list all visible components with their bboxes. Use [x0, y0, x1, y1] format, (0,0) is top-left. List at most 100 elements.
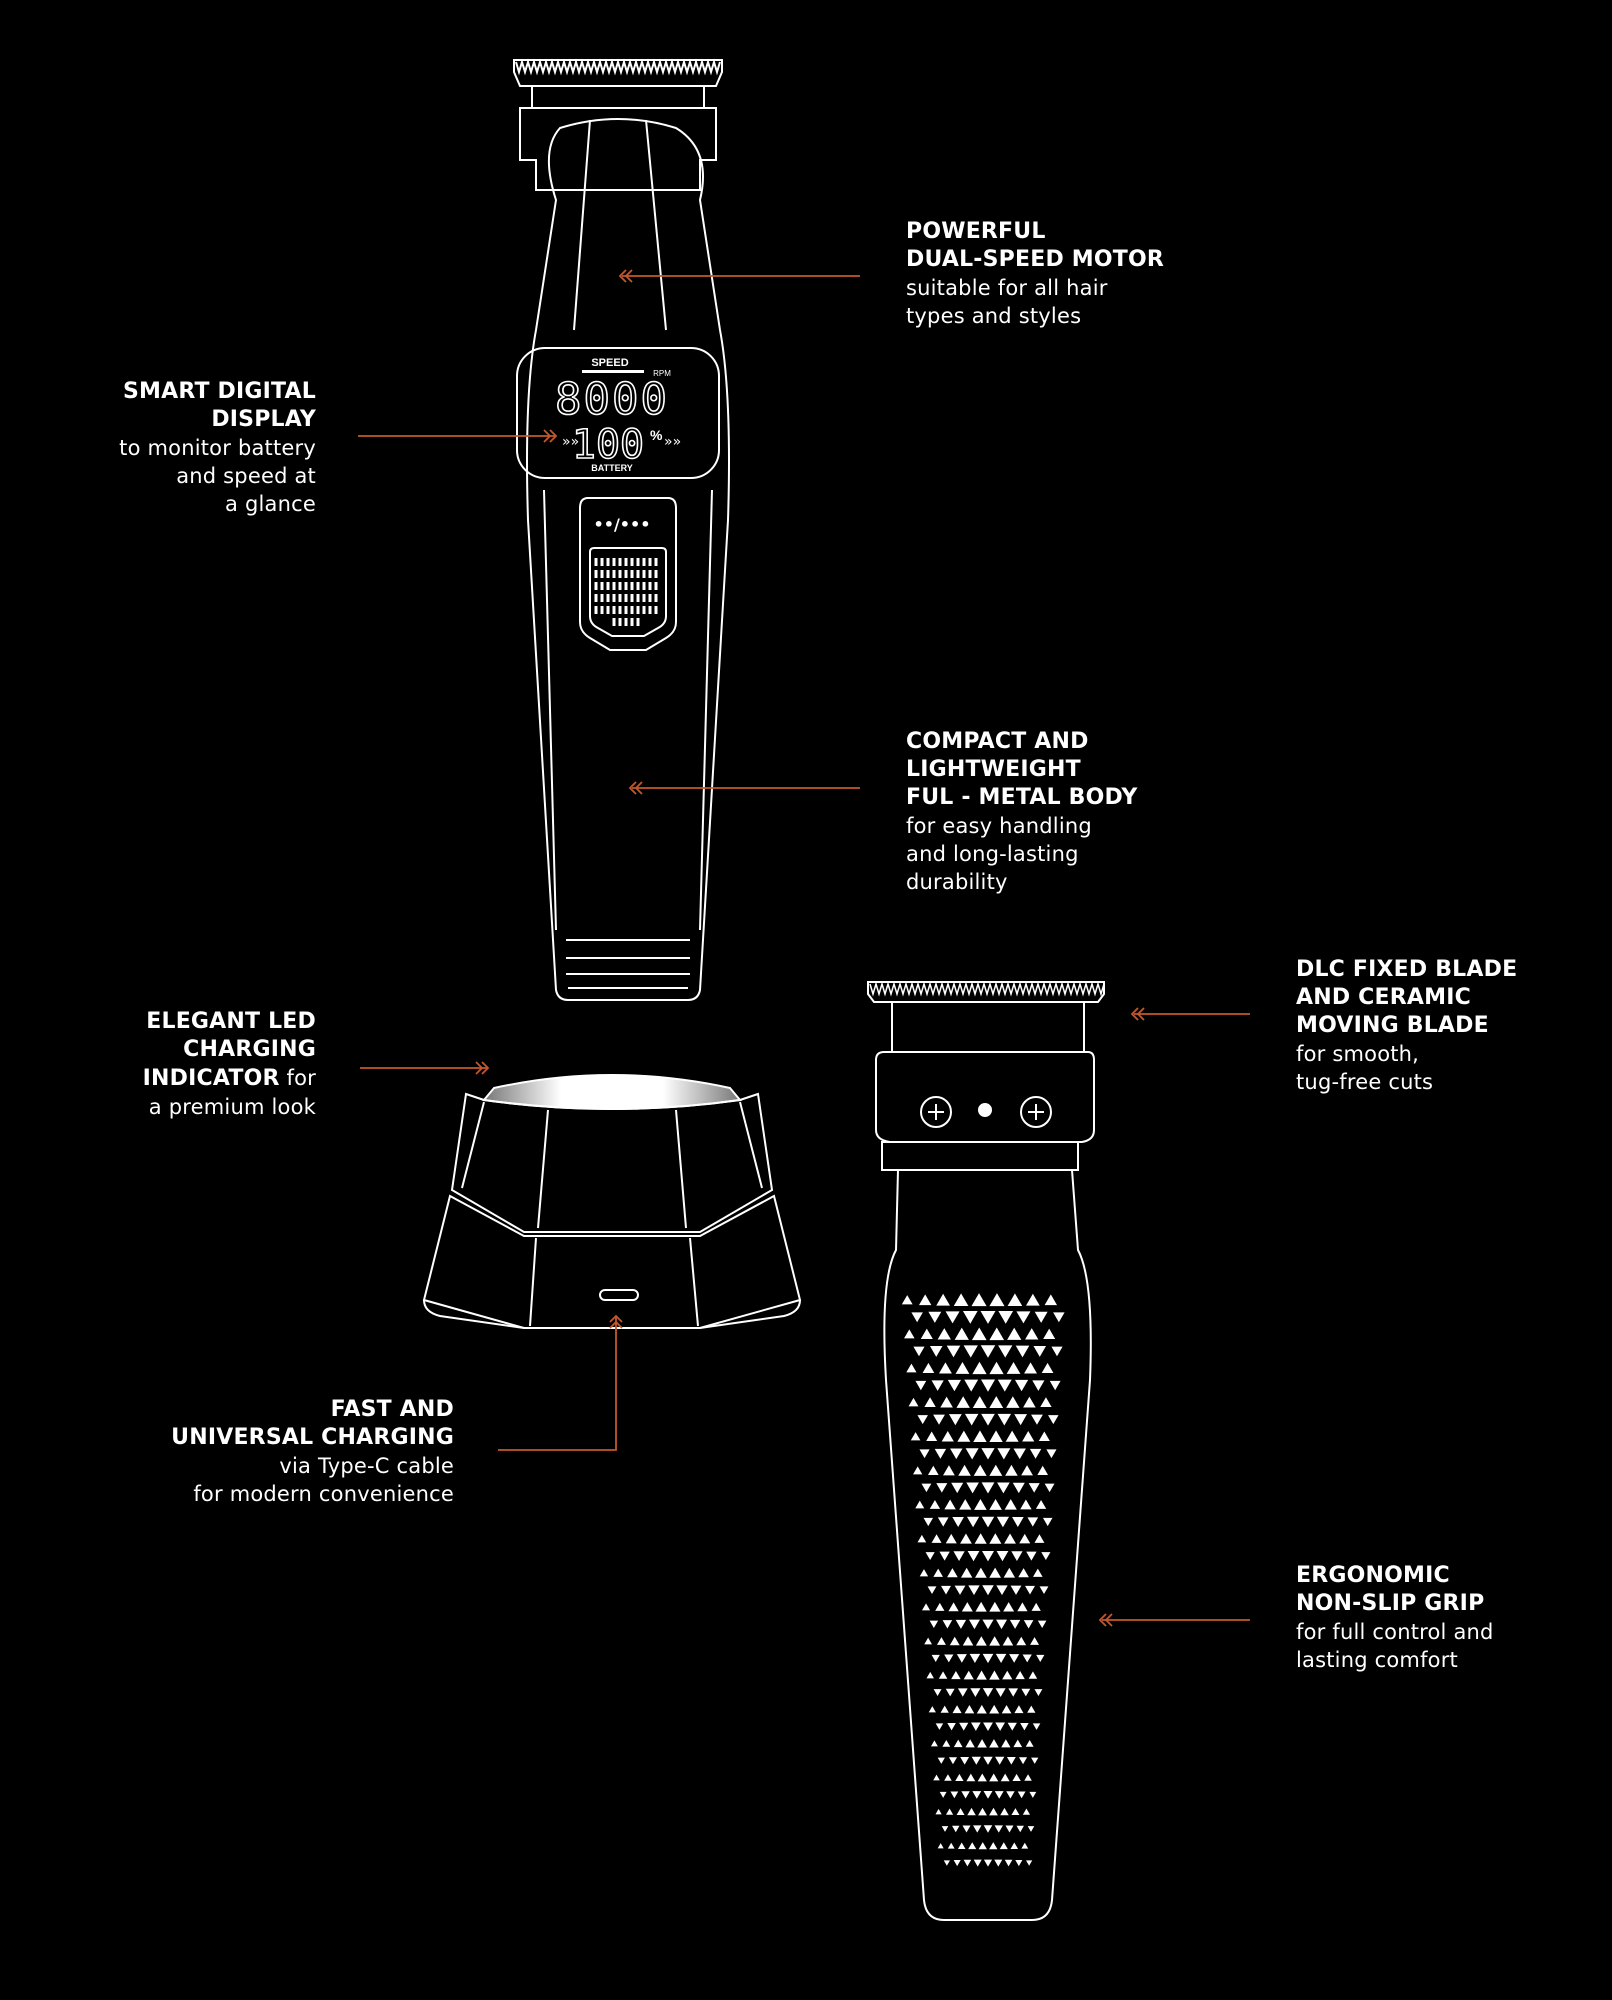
- grip-triangle: [971, 1756, 981, 1765]
- grip-triangle: [936, 1483, 948, 1493]
- grip-triangle: [969, 1653, 981, 1664]
- grip-triangle: [1020, 1722, 1029, 1731]
- grip-triangle: [978, 1842, 987, 1850]
- grip-triangle: [928, 1706, 936, 1713]
- grip-triangle: [955, 1361, 970, 1374]
- display-chevrons-right: »»: [664, 434, 681, 450]
- trimmer-front-view: [513, 58, 730, 1001]
- grip-triangle: [1043, 1328, 1056, 1340]
- grip-triangle: [994, 1825, 1003, 1833]
- grip-triangle: [1025, 1860, 1033, 1866]
- grip-triangle: [945, 1808, 954, 1815]
- grip-triangle: [926, 1431, 938, 1441]
- grip-triangle: [965, 1448, 979, 1460]
- grip-triangle: [922, 1362, 935, 1374]
- grip-triangle: [980, 1310, 996, 1324]
- grip-triangle: [1015, 1860, 1023, 1867]
- display-speed-bar: [582, 370, 644, 373]
- grip-triangle: [931, 1654, 940, 1662]
- grip-triangle: [948, 1414, 962, 1426]
- grip-triangle: [997, 1448, 1011, 1460]
- feature-charging-desc-2: for modern convenience: [193, 1482, 454, 1506]
- grip-triangle: [935, 1808, 942, 1815]
- grip-triangle: [1005, 1464, 1018, 1476]
- grip-triangle: [989, 1670, 1000, 1680]
- feature-motor: POWERFUL DUAL-SPEED MOTOR suitable for a…: [906, 218, 1164, 330]
- grip-triangle: [935, 1723, 944, 1730]
- grip-triangle: [924, 1397, 936, 1407]
- grip-triangle: [915, 1380, 927, 1391]
- grip-triangle: [959, 1722, 969, 1731]
- grip-triangle: [1015, 1670, 1025, 1680]
- grip-triangle: [975, 1636, 987, 1646]
- non-slip-grip-pattern: [901, 1293, 1065, 1867]
- display-rpm-label: RPM: [653, 369, 671, 378]
- grip-triangle: [1026, 1293, 1040, 1306]
- grip-triangle: [1009, 1619, 1021, 1629]
- grip-triangle: [980, 1379, 996, 1392]
- grip-triangle: [1012, 1482, 1025, 1494]
- grip-triangle: [1027, 1517, 1039, 1527]
- grip-triangle: [943, 1860, 951, 1866]
- charging-dock: [422, 1074, 802, 1329]
- grip-triangle: [989, 1601, 1001, 1612]
- grip-triangle: [949, 1636, 960, 1646]
- feature-grip-desc-2: lasting comfort: [1296, 1648, 1458, 1672]
- feature-display-title-2: DISPLAY: [211, 407, 316, 432]
- grip-triangle: [918, 1294, 932, 1306]
- display-chevrons-left: »»: [562, 434, 579, 450]
- grip-triangle: [976, 1704, 987, 1714]
- feature-charging-desc-1: via Type-C cable: [279, 1454, 454, 1478]
- grip-triangle: [1032, 1723, 1041, 1730]
- grip-triangle: [1004, 1533, 1016, 1544]
- grip-triangle: [1022, 1808, 1031, 1815]
- grip-triangle: [975, 1567, 987, 1578]
- grip-triangle: [1036, 1654, 1045, 1662]
- feature-body-desc-1: for easy handling: [906, 814, 1092, 838]
- grip-triangle: [958, 1464, 971, 1476]
- feature-display-desc-3: a glance: [225, 492, 316, 516]
- grip-triangle: [983, 1791, 993, 1799]
- callout-arrow-grip: [1098, 1613, 1113, 1627]
- feature-blade-desc-1: for smooth,: [1296, 1042, 1420, 1066]
- grip-triangle: [1034, 1534, 1045, 1543]
- feature-display-title-1: SMART DIGITAL: [122, 379, 316, 404]
- grip-triangle: [1010, 1842, 1019, 1849]
- grip-triangle: [961, 1791, 970, 1799]
- feature-motor-desc-2: types and styles: [906, 304, 1082, 328]
- grip-triangle: [1021, 1465, 1033, 1476]
- grip-triangle: [1028, 1483, 1040, 1493]
- grip-triangle: [1044, 1483, 1055, 1493]
- grip-triangle: [1034, 1689, 1043, 1696]
- grip-triangle: [994, 1791, 1004, 1799]
- grip-triangle: [1037, 1465, 1049, 1475]
- grip-triangle: [941, 1585, 951, 1595]
- trimmer-body-outline: [526, 118, 730, 1001]
- grip-triangle: [901, 1295, 913, 1305]
- grip-triangle: [948, 1602, 959, 1612]
- grip-triangle: [936, 1637, 946, 1645]
- grip-triangle: [944, 1654, 954, 1663]
- feature-led: ELEGANT LED CHARGING INDICATOR for a pre…: [143, 1008, 316, 1121]
- grip-triangle: [1031, 1414, 1043, 1425]
- grip-triangle: [934, 1448, 947, 1459]
- grip-triangle: [939, 1791, 947, 1798]
- back-blade-plate: [891, 1001, 1085, 1053]
- grip-triangle: [980, 1345, 996, 1358]
- grip-triangle: [922, 1603, 931, 1611]
- feature-motor-desc-1: suitable for all hair: [906, 276, 1108, 300]
- grip-triangle: [937, 1757, 945, 1764]
- grip-triangle: [939, 1551, 950, 1561]
- feature-body-title-3: FUL - METAL BODY: [906, 785, 1138, 810]
- feature-blade-desc-2: tug-free cuts: [1296, 1070, 1434, 1094]
- grip-triangle: [911, 1312, 923, 1323]
- grip-triangle: [957, 1842, 966, 1849]
- grip-triangle: [1006, 1791, 1015, 1799]
- grip-triangle: [917, 1534, 927, 1543]
- grip-triangle: [995, 1722, 1005, 1731]
- grip-triangle: [933, 1774, 940, 1781]
- grip-triangle: [1031, 1757, 1039, 1764]
- grip-triangle: [1022, 1430, 1035, 1442]
- grip-triangle: [941, 1826, 949, 1832]
- feature-led-title-3: INDICATOR: [142, 1066, 280, 1091]
